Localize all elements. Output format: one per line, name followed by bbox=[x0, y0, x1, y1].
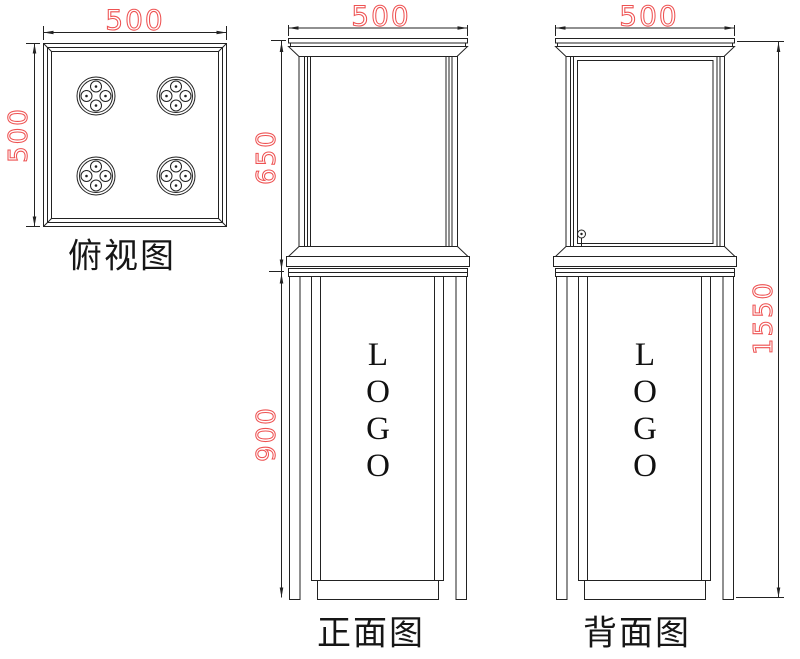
logo-letter: O bbox=[366, 448, 390, 484]
front-view-height-dimensions bbox=[269, 40, 286, 598]
top-view-depth-dimension bbox=[26, 43, 40, 227]
top-view-label: 俯视图 bbox=[68, 238, 176, 276]
logo-letter: G bbox=[366, 411, 390, 447]
logo-letter: L bbox=[367, 337, 389, 373]
back-view-width-value: 500 bbox=[619, 0, 679, 33]
back-pedestal-logo: L O G O bbox=[633, 337, 657, 485]
back-view-label: 背面图 bbox=[583, 615, 691, 653]
logo-letter: O bbox=[366, 374, 390, 410]
top-view-depth-value: 500 bbox=[3, 107, 34, 164]
front-view-cornice bbox=[287, 38, 469, 57]
front-view-showcase-height-value: 650 bbox=[251, 129, 282, 186]
front-view-pedestal bbox=[289, 276, 467, 600]
top-view-linework bbox=[26, 26, 227, 227]
front-view-showcase bbox=[298, 56, 458, 247]
front-view-base-height-value: 900 bbox=[251, 406, 282, 463]
top-view-width-value: 500 bbox=[105, 3, 165, 37]
back-view-total-height-dimension bbox=[736, 41, 784, 598]
back-view-ledge bbox=[553, 246, 737, 277]
spotlight-bottom-left bbox=[76, 156, 116, 196]
lock-icon bbox=[577, 229, 586, 246]
logo-letter: G bbox=[633, 411, 657, 447]
front-view-linework bbox=[269, 25, 470, 600]
spotlight-bottom-right bbox=[156, 156, 196, 196]
front-view-width-dimension bbox=[288, 25, 468, 36]
back-view-total-height-value: 1550 bbox=[748, 280, 779, 356]
back-view-width-dimension bbox=[555, 25, 735, 36]
front-view-ledge bbox=[286, 246, 470, 277]
logo-letter: O bbox=[633, 374, 657, 410]
spotlight-top-left bbox=[76, 76, 116, 116]
logo-letter: L bbox=[634, 337, 656, 373]
front-view-label: 正面图 bbox=[317, 615, 425, 653]
front-pedestal-logo: L O G O bbox=[366, 337, 390, 485]
back-view-pedestal bbox=[556, 276, 734, 600]
back-view-showcase bbox=[565, 56, 725, 247]
front-view-width-value: 500 bbox=[351, 0, 411, 33]
top-view-width-dimension bbox=[43, 26, 227, 40]
top-view-frame bbox=[43, 43, 227, 227]
back-view-linework bbox=[553, 25, 784, 600]
logo-letter: O bbox=[633, 448, 657, 484]
spotlight-top-right bbox=[156, 76, 196, 116]
back-view-cornice bbox=[554, 38, 736, 57]
